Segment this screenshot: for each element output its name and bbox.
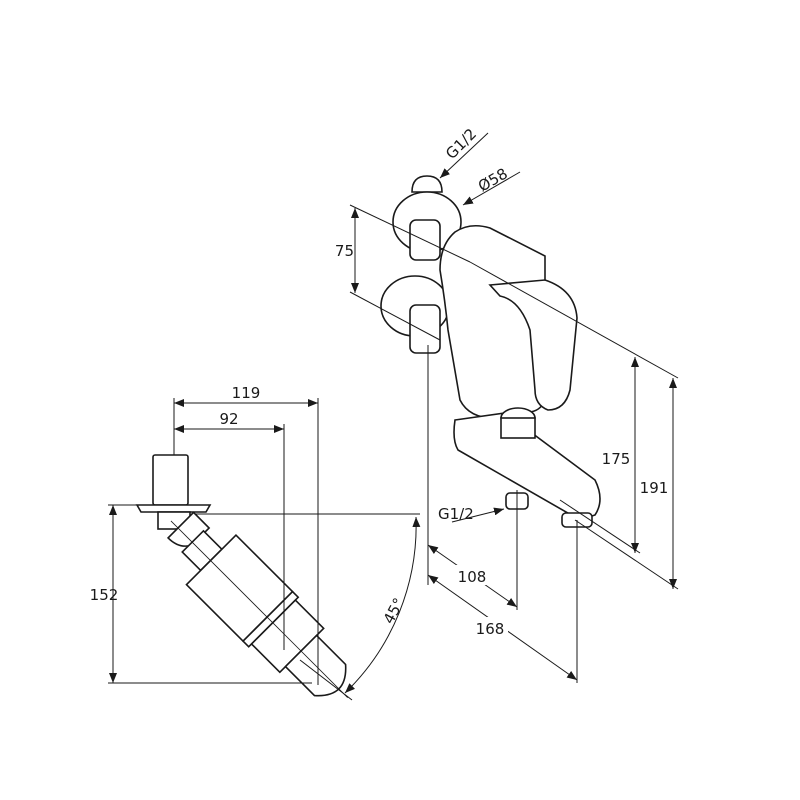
dim-label-191: 191 — [640, 479, 669, 497]
dim-label-92: 92 — [219, 410, 238, 428]
iso-view: G1/2 Ø58 75 175 191 108 168 G1/2 — [335, 125, 679, 683]
angle-arc — [344, 516, 421, 694]
side-view: 119 92 152 45° — [90, 384, 421, 701]
dim-label-152: 152 — [90, 586, 119, 604]
dim-label-168: 168 — [476, 620, 505, 638]
dim-label-108: 108 — [458, 568, 487, 586]
leader-g12-bottom — [451, 507, 505, 523]
leader-d58 — [462, 171, 521, 206]
dim-label-119: 119 — [232, 384, 261, 402]
leader-g12-top — [439, 132, 489, 179]
label-flange-diameter: Ø58 — [475, 164, 511, 195]
dim-label-75: 75 — [335, 242, 354, 260]
side-view-part — [135, 454, 348, 698]
dim-label-175: 175 — [602, 450, 631, 468]
label-thread-top: G1/2 — [442, 125, 480, 163]
label-thread-bottom: G1/2 — [438, 505, 474, 523]
faucet-part — [380, 175, 601, 528]
